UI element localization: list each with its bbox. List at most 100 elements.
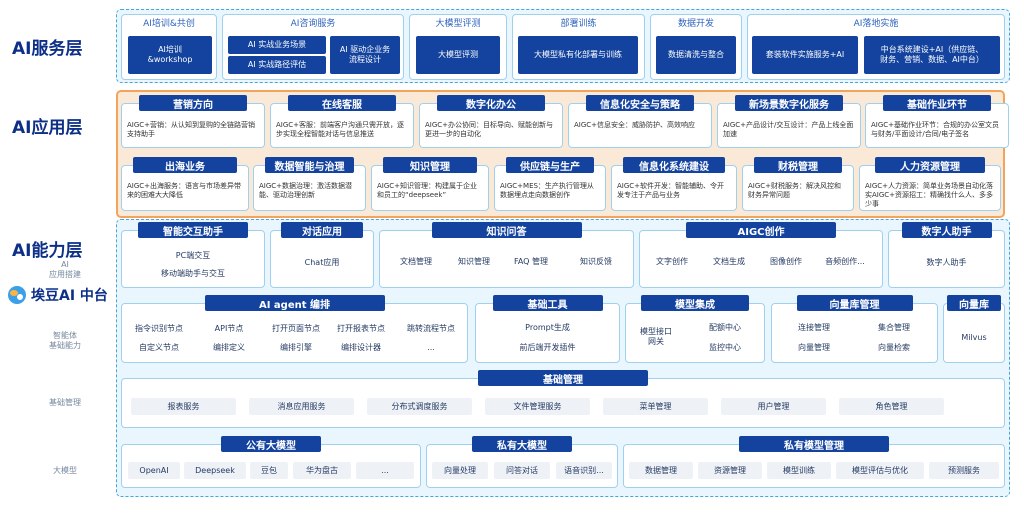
- capability-tab: AI agent 编排: [204, 295, 385, 311]
- app-card-desc: AIGC+人力资源：简单业务场景自动化落实AIGC+资源招工：精确找什么人、多多…: [865, 182, 994, 208]
- private-model-item: 语音识别...: [556, 462, 612, 479]
- app-tab: 信息化安全与策略: [586, 95, 694, 111]
- capability-tab: 公有大模型: [221, 436, 321, 452]
- service-title: 大模型评测: [435, 19, 481, 29]
- layer-title-capability: AI能力层: [12, 241, 83, 261]
- app-tab: 信息化系统建设: [623, 157, 725, 173]
- capability-card: [379, 230, 634, 288]
- service-item-box: 套装软件实施服务+AI: [752, 36, 858, 74]
- capability-tab: 私有大模型: [472, 436, 572, 452]
- app-card-desc: AIGC+财税服务：解决风控和财务异常问题: [748, 182, 842, 199]
- capability-card: [639, 230, 883, 288]
- service-item-box: AI 实战路径评估: [228, 56, 326, 74]
- capability-tab: 向量库: [947, 295, 1001, 311]
- capability-card: [121, 303, 468, 363]
- app-tab: 人力资源管理: [875, 157, 985, 173]
- side-label-base-mgmt: 基础管理: [49, 398, 81, 407]
- app-tab: 出海业务: [133, 157, 237, 173]
- service-title: AI咨询服务: [290, 19, 336, 29]
- base-service-item: 角色管理: [839, 398, 944, 415]
- agent-node: 跳转流程节点: [407, 323, 455, 333]
- service-item-box: AI培训 &workshop: [128, 36, 212, 74]
- capability-item: 数字人助手: [926, 257, 967, 267]
- bean-logo-icon: [8, 286, 26, 304]
- app-card-desc: AIGC+数据治理：激活数据潜能、驱动治理创新: [259, 182, 353, 199]
- base-service-item: 报表服务: [131, 398, 236, 415]
- capability-tab: 对话应用: [281, 222, 363, 238]
- app-tab: 新场景数字化服务: [735, 95, 843, 111]
- layer-title-service: AI服务层: [12, 39, 83, 59]
- base-service-item: 消息应用服务: [249, 398, 354, 415]
- agent-node: 指令识别节点: [135, 323, 183, 333]
- vector-mgmt-item: 向量管理: [798, 342, 830, 352]
- tool-item: Prompt生成: [525, 322, 570, 332]
- vector-mgmt-item: 连接管理: [798, 322, 830, 332]
- vector-db-item: Milvus: [961, 332, 987, 342]
- service-title: AI培训&共创: [143, 19, 195, 29]
- app-card-desc: AIGC+营销：从认知到复购的全链路营销支持助手: [127, 121, 256, 138]
- capability-item: Chat应用: [304, 257, 340, 267]
- agent-node: API节点: [214, 323, 244, 333]
- private-model-item: 向量处理: [432, 462, 488, 479]
- service-title: 部署训练: [560, 19, 597, 29]
- service-item-box: AI 驱动企业务 流程设计: [330, 36, 400, 74]
- private-mgmt-item: 模型训练: [767, 462, 831, 479]
- app-card-desc: AIGC+信息安全：威胁防护、高效响应: [574, 121, 696, 129]
- private-mgmt-item: 资源管理: [698, 462, 762, 479]
- agent-node: 打开页面节点: [272, 323, 320, 333]
- tool-item: 前后端开发插件: [519, 342, 576, 352]
- capability-tab: 智能交互助手: [138, 222, 248, 238]
- side-label-big-model: 大模型: [53, 466, 77, 475]
- public-model-item: 豆包: [250, 462, 288, 479]
- capability-card: [121, 230, 265, 288]
- service-item-box: 数据清洗与整合: [656, 36, 736, 74]
- base-service-item: 文件管理服务: [485, 398, 590, 415]
- public-model-item: ...: [356, 462, 414, 479]
- app-tab: 数据智能与治理: [265, 157, 354, 173]
- base-service-item: 用户管理: [721, 398, 826, 415]
- model-int-item: 监控中心: [709, 342, 741, 352]
- agent-node: 自定义节点: [139, 342, 179, 352]
- capability-tab: 知识问答: [431, 222, 582, 238]
- capability-item: 图像创作: [770, 256, 802, 266]
- service-item-box: 大模型私有化部署与训练: [518, 36, 638, 74]
- model-gateway: 模型接口 网关: [640, 327, 672, 346]
- capability-card: [943, 303, 1005, 363]
- app-card-desc: AIGC+基础作业环节：合规的办公室文员与财务/平面设计/合同/电子签名: [871, 121, 1000, 138]
- side-label-ai-app-build: AI 应用搭建: [30, 260, 100, 280]
- capability-tab: 数字人助手: [901, 222, 992, 238]
- base-service-item: 菜单管理: [603, 398, 708, 415]
- agent-node: 编排设计器: [341, 342, 381, 352]
- service-title: AI落地实施: [853, 19, 899, 29]
- app-card-desc: AIGC+MES：生产执行管理从数据埋点走向数据创作: [500, 182, 594, 199]
- capability-item: 音频创作...: [825, 256, 865, 266]
- vector-mgmt-item: 集合管理: [878, 322, 910, 332]
- brand-logo: 埃豆AI 中台: [6, 284, 108, 306]
- capability-item: 文字创作: [656, 256, 688, 266]
- app-card-desc: AIGC+客服：前端客户沟通只需开放，逐步实现全程智能对话与信息推送: [276, 121, 405, 138]
- service-title: 数据开发: [677, 19, 714, 29]
- public-model-item: Deepseek: [184, 462, 246, 479]
- capability-item: 文档管理: [400, 256, 432, 266]
- app-card-desc: AIGC+产品设计/交互设计：产品上线全面加速: [723, 121, 854, 138]
- private-mgmt-item: 数据管理: [629, 462, 693, 479]
- app-tab: 在线客服: [288, 95, 396, 111]
- public-model-item: 华为盘古: [293, 462, 351, 479]
- app-card-desc: AIGC+办公协同：目标导向、赋能创新与更进一步的自动化: [425, 121, 554, 138]
- private-mgmt-item: 模型评估与优化: [836, 462, 924, 479]
- agent-node: ...: [427, 342, 435, 352]
- side-label-agent-capability: 智能体 基础能力: [30, 331, 100, 351]
- side-label-text: AI 应用搭建: [49, 260, 81, 279]
- app-tab: 供应链与生产: [506, 157, 594, 173]
- capability-tab: AIGC创作: [686, 222, 836, 238]
- capability-tab: 向量库管理: [796, 295, 913, 311]
- app-card-desc: AIGC+知识管理：构建属于企业和员工的“deepseek”: [377, 182, 478, 199]
- service-item-box: AI 实战业务场景: [228, 36, 326, 54]
- capability-tab: 私有模型管理: [739, 436, 889, 452]
- app-tab: 基础作业环节: [883, 95, 991, 111]
- agent-node: 编排定义: [213, 342, 245, 352]
- capability-item: 文档生成: [713, 256, 745, 266]
- private-mgmt-item: 预测服务: [929, 462, 999, 479]
- brand-name: 埃豆AI 中台: [31, 288, 108, 304]
- model-int-item: 配额中心: [709, 322, 741, 332]
